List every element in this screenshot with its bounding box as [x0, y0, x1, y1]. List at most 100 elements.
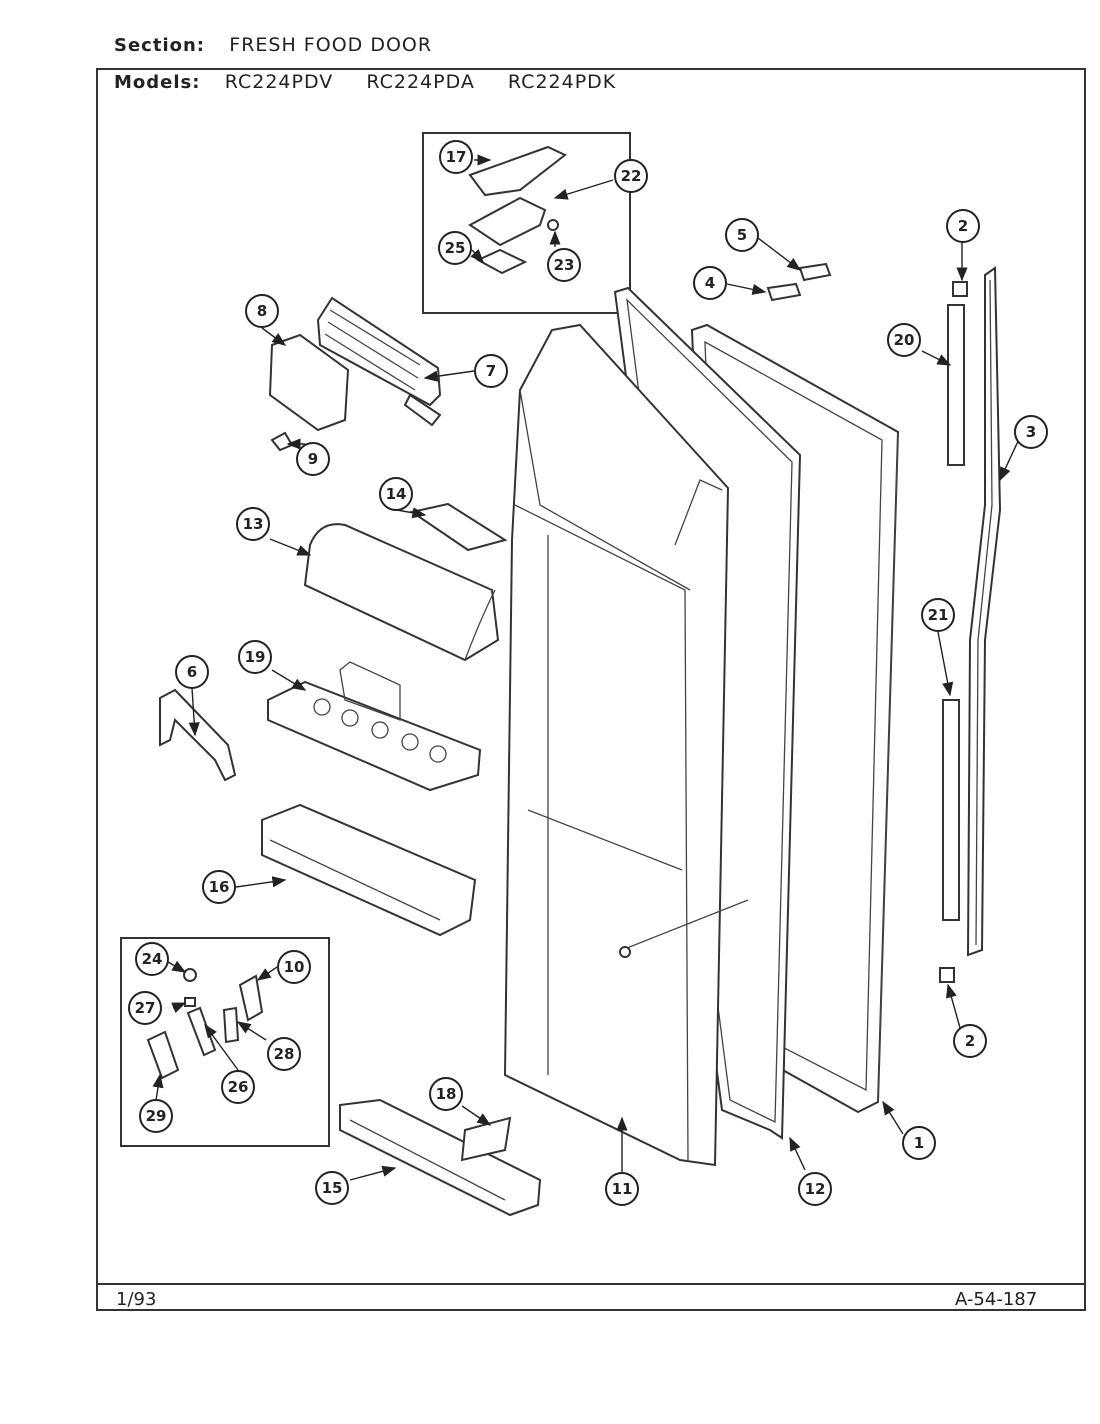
end-cap-top	[952, 281, 968, 297]
models-row: Models: RC224PDV RC224PDA RC224PDK	[114, 71, 642, 94]
callout-20: 20	[887, 323, 921, 357]
lower-door-bin	[339, 1098, 542, 1217]
svg-text:5: 5	[737, 226, 747, 244]
svg-text:8: 8	[257, 302, 267, 320]
callout-29: 29	[139, 1099, 173, 1133]
svg-text:20: 20	[894, 331, 915, 349]
svg-text:27: 27	[135, 999, 156, 1017]
svg-text:13: 13	[243, 515, 264, 533]
handle-bushing	[184, 997, 196, 1007]
callout-24: 24	[135, 942, 169, 976]
model-name: RC224PDK	[507, 71, 617, 93]
screw-leader	[621, 899, 749, 951]
callout-8: 8	[245, 294, 279, 328]
callout-27: 27	[128, 991, 162, 1025]
svg-text:6: 6	[187, 663, 197, 681]
callout-23: 23	[547, 248, 581, 282]
callout-13: 13	[236, 507, 270, 541]
callout-9: 9	[296, 442, 330, 476]
callout-2: 2	[946, 209, 980, 243]
callout-10: 10	[277, 950, 311, 984]
lower-trim-strip	[942, 699, 960, 921]
svg-text:14: 14	[386, 485, 407, 503]
svg-text:24: 24	[142, 950, 163, 968]
handle-inset-box	[120, 937, 330, 1147]
svg-text:28: 28	[274, 1045, 295, 1063]
bin-end-piece	[460, 1116, 512, 1162]
hinge-inset-box	[422, 132, 631, 314]
callout-17: 17	[439, 140, 473, 174]
door-bin	[261, 803, 477, 937]
handle-plate	[222, 1006, 240, 1044]
section-row: Section: FRESH FOOD DOOR	[114, 34, 432, 57]
callout-11: 11	[605, 1172, 639, 1206]
callout-1: 1	[902, 1126, 936, 1160]
callout-21: 21	[921, 598, 955, 632]
svg-text:18: 18	[436, 1085, 457, 1103]
svg-text:29: 29	[146, 1107, 167, 1125]
svg-text:19: 19	[245, 648, 266, 666]
svg-text:1: 1	[914, 1134, 924, 1152]
small-label-4	[766, 282, 802, 302]
svg-text:12: 12	[805, 1180, 826, 1198]
svg-text:26: 26	[228, 1078, 249, 1096]
diagram-frame	[96, 68, 1086, 1311]
svg-text:11: 11	[612, 1180, 633, 1198]
handle-housing	[146, 1030, 180, 1080]
svg-text:25: 25	[445, 239, 466, 257]
section-label: Section:	[114, 35, 205, 56]
svg-text:21: 21	[928, 606, 949, 624]
models-list: RC224PDV RC224PDA RC224PDK	[225, 71, 643, 93]
hinge-cover	[468, 145, 567, 197]
hinge-shim	[475, 248, 528, 275]
svg-text:17: 17	[446, 148, 467, 166]
door-strip	[966, 266, 1002, 957]
end-cap-bottom	[939, 967, 955, 983]
svg-text:10: 10	[284, 958, 305, 976]
screw-clip	[270, 431, 294, 452]
callout-26: 26	[221, 1070, 255, 1104]
svg-text:7: 7	[486, 362, 496, 380]
svg-text:22: 22	[621, 167, 642, 185]
small-label-5	[798, 262, 832, 282]
models-label: Models:	[114, 72, 201, 93]
section-value: FRESH FOOD DOOR	[229, 34, 433, 56]
callout-19: 19	[238, 640, 272, 674]
svg-text:15: 15	[322, 1179, 343, 1197]
handle-cam	[186, 1006, 217, 1057]
callout-12: 12	[798, 1172, 832, 1206]
model-name: RC224PDA	[366, 71, 475, 93]
dairy-door	[303, 523, 500, 662]
svg-text:23: 23	[554, 256, 575, 274]
callout-18: 18	[429, 1077, 463, 1111]
svg-text:16: 16	[209, 878, 230, 896]
liner-screw	[619, 946, 631, 958]
callout-6: 6	[175, 655, 209, 689]
svg-text:3: 3	[1026, 423, 1036, 441]
callout-25: 25	[438, 231, 472, 265]
svg-text:4: 4	[705, 274, 715, 292]
callout-16: 16	[202, 870, 236, 904]
callout-7: 7	[474, 354, 508, 388]
callout-3: 3	[1014, 415, 1048, 449]
callout-22: 22	[614, 159, 648, 193]
egg-tray	[267, 661, 482, 792]
callout-28: 28	[267, 1037, 301, 1071]
svg-text:2: 2	[958, 217, 968, 235]
inner-door-liner	[503, 323, 730, 1167]
retainer-bracket	[159, 688, 237, 782]
footer-divider	[96, 1283, 1086, 1285]
svg-text:9: 9	[308, 450, 318, 468]
handle-washer	[183, 968, 197, 982]
hinge-plate	[268, 333, 350, 432]
small-tray	[409, 502, 508, 552]
model-name: RC224PDV	[224, 71, 334, 93]
callout-5: 5	[725, 218, 759, 252]
hinge-bracket	[468, 196, 547, 247]
callout-2: 2	[953, 1024, 987, 1058]
hinge-arm	[316, 296, 442, 427]
footer-page-code: A-54-187	[955, 1289, 1038, 1310]
callout-14: 14	[379, 477, 413, 511]
hinge-washer	[547, 219, 559, 231]
